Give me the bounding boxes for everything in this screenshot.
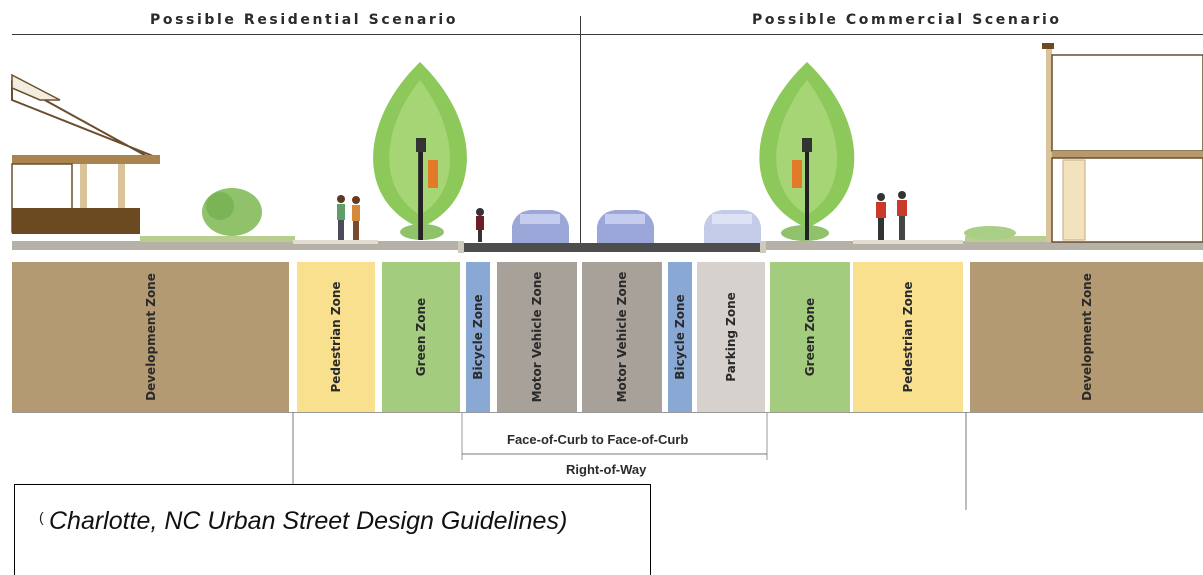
zone-bicycle-zone: Bicycle Zone [668, 262, 692, 412]
heading-rule [12, 34, 1203, 35]
left-grass [140, 236, 295, 242]
caption-box: ( Charlotte, NC Urban Street Design Guid… [14, 484, 651, 575]
caption-open-paren: ( [39, 509, 44, 525]
street-lamp-icon [792, 138, 812, 240]
cyclist-icon [476, 208, 484, 242]
zone-green-zone: Green Zone [382, 262, 460, 412]
right-of-way-label: Right-of-Way [566, 462, 647, 477]
curb-to-curb-label: Face-of-Curb to Face-of-Curb [507, 432, 689, 447]
residential-scenario-heading: Possible Residential Scenario [150, 12, 459, 28]
right-ground [765, 241, 1203, 250]
right-grass [965, 236, 1055, 242]
zone-pedestrian-zone: Pedestrian Zone [297, 262, 375, 412]
commercial-building-icon [1042, 43, 1203, 243]
pedestrian-icon [897, 191, 907, 240]
pedestrian-icon [337, 195, 345, 240]
car-icon [597, 210, 654, 243]
zone-development-zone: Development Zone [970, 262, 1203, 412]
zone-parking-zone: Parking Zone [697, 262, 765, 412]
curb-left [458, 241, 464, 253]
roadway [462, 243, 764, 252]
zone-motor-vehicle-zone: Motor Vehicle Zone [497, 262, 577, 412]
caption-text: Charlotte, NC Urban Street Design Guidel… [35, 505, 595, 537]
shrub-icon [964, 226, 1016, 240]
scenario-divider [580, 16, 581, 252]
car-icon [512, 210, 569, 243]
commercial-scenario-heading: Possible Commercial Scenario [752, 12, 1062, 28]
pedestrian-icon [352, 196, 360, 240]
street-scene-illustration [11, 43, 1203, 253]
pedestrian-icon [876, 193, 886, 240]
sidewalk-left [293, 240, 378, 244]
caption-source: Charlotte, NC Urban Street Design Guidel… [49, 507, 568, 535]
street-lamp-icon [416, 138, 438, 240]
residential-house-icon [11, 73, 160, 234]
zone-green-zone: Green Zone [770, 262, 850, 412]
parked-car-icon [704, 210, 761, 243]
sidewalk-right [853, 240, 963, 244]
left-ground [12, 241, 460, 250]
zone-development-zone: Development Zone [12, 262, 289, 412]
zone-motor-vehicle-zone: Motor Vehicle Zone [582, 262, 662, 412]
zone-pedestrian-zone: Pedestrian Zone [853, 262, 963, 412]
curb-right [760, 241, 766, 253]
zone-baseline [12, 412, 1203, 413]
zone-bicycle-zone: Bicycle Zone [466, 262, 490, 412]
